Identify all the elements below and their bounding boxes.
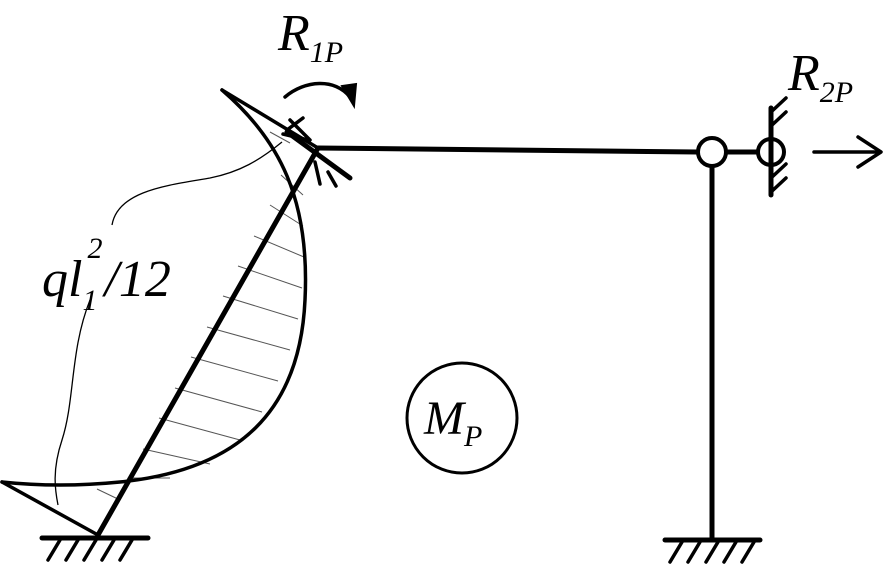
label-leader-upper bbox=[111, 141, 283, 226]
clamp-restraint-top bbox=[281, 116, 353, 188]
fixed-support-left bbox=[39, 535, 151, 562]
horizontal-beam bbox=[315, 145, 700, 155]
moment-diagram-left-tip bbox=[0, 480, 100, 537]
r2p-label: R2P bbox=[787, 45, 853, 109]
moment-diagram-hatching bbox=[96, 131, 305, 501]
inclined-column bbox=[95, 145, 321, 538]
link-support-hatch bbox=[768, 96, 788, 198]
label-leader-lower bbox=[54, 299, 91, 506]
fixed-support-right bbox=[662, 537, 763, 564]
r1p-rotation-arrow bbox=[283, 81, 358, 110]
r1p-label: R1P bbox=[277, 5, 343, 69]
mp-label-circle bbox=[405, 361, 519, 475]
moment-value-label: ql12/12 bbox=[42, 232, 171, 317]
moment-diagram-parabola bbox=[0, 88, 308, 487]
r2p-arrow bbox=[812, 135, 883, 169]
mp-label: MP bbox=[423, 392, 482, 453]
hinge-joint bbox=[696, 136, 728, 168]
